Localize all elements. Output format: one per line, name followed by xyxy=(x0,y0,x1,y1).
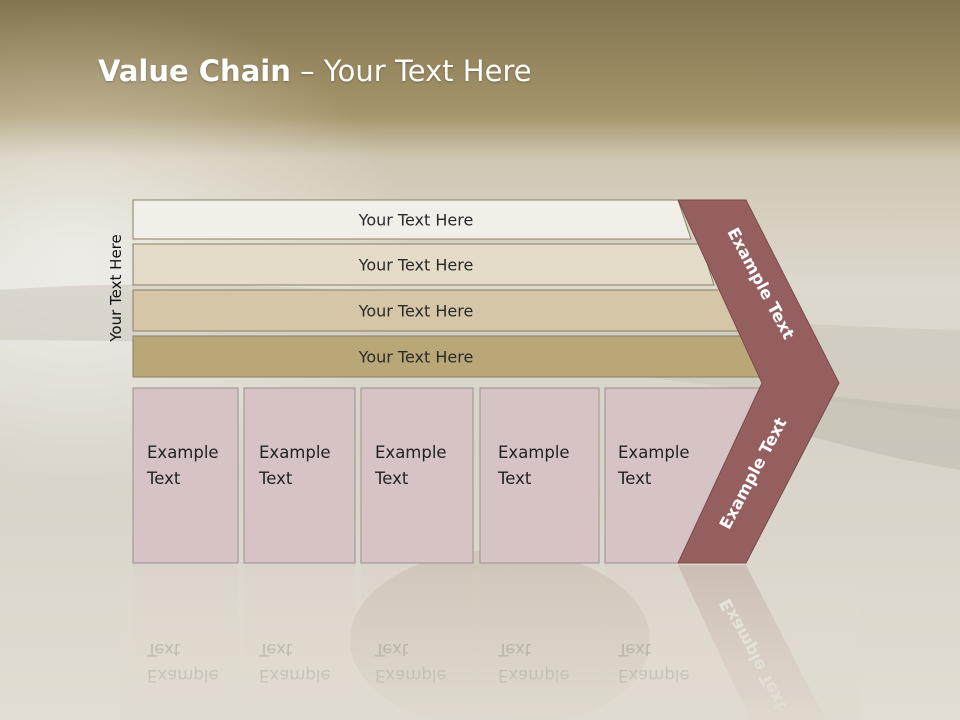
chevron-arrow xyxy=(677,199,840,564)
title-rest: – Your Text Here xyxy=(290,54,532,88)
row-band-1 xyxy=(132,199,692,240)
cell-box-2 xyxy=(243,387,356,564)
cell-line2-1: Text xyxy=(146,469,181,488)
cell-box-1 xyxy=(132,387,239,564)
cell-line2-2: Text xyxy=(258,469,293,488)
cell-line2-4: Text xyxy=(497,469,532,488)
page-title: Value Chain – Your Text Here xyxy=(98,54,532,88)
title-bold: Value Chain xyxy=(98,54,291,88)
row-label-1: Your Text Here xyxy=(358,211,474,230)
row-label-4: Your Text Here xyxy=(358,348,474,367)
cell-line1-3: Example xyxy=(375,443,447,462)
cell-line1-5: Example xyxy=(618,443,690,462)
cell-line1-1: Example xyxy=(147,443,219,462)
cell-box-3 xyxy=(360,387,474,564)
cell-line2-3: Text xyxy=(374,469,409,488)
row-band-2 xyxy=(132,243,715,286)
cell-box-4 xyxy=(479,387,600,564)
cell-line1-4: Example xyxy=(498,443,570,462)
cell-line2-5: Text xyxy=(617,469,652,488)
reflection-fade xyxy=(120,566,860,720)
row-label-2: Your Text Here xyxy=(358,256,474,275)
cell-line1-2: Example xyxy=(259,443,331,462)
row-label-3: Your Text Here xyxy=(358,302,474,321)
